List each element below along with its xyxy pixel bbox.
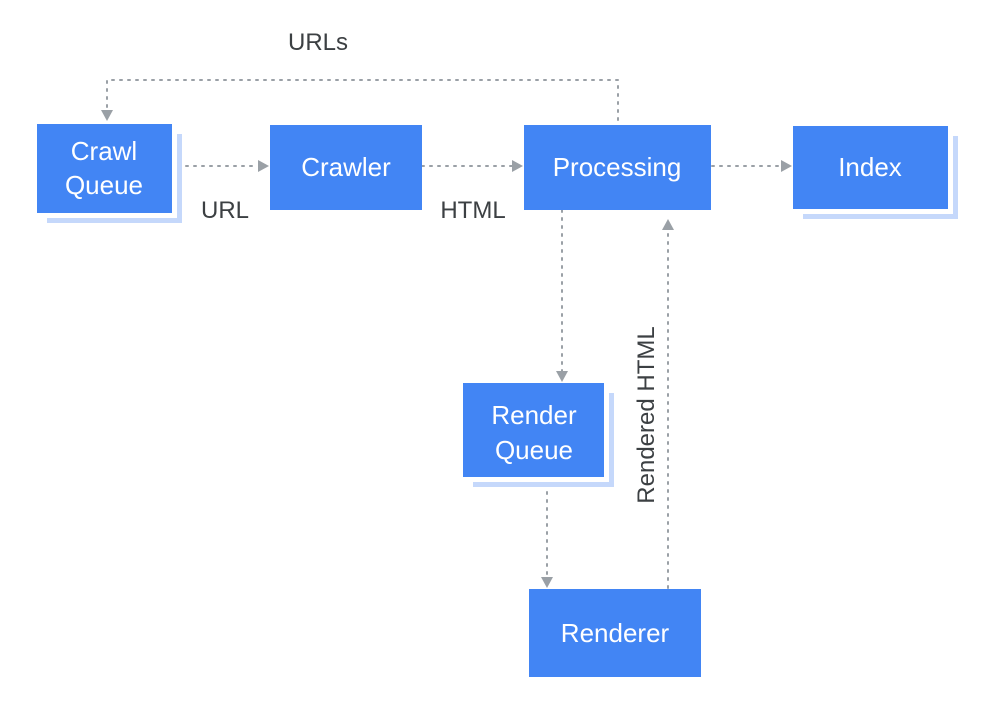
processing-label: Processing	[553, 152, 682, 182]
render-queue-box	[463, 383, 604, 477]
crawler-box	[270, 125, 422, 210]
processing-node: Processing	[524, 125, 711, 210]
crawl-queue-node: Crawl Queue	[37, 124, 182, 223]
crawler-label: Crawler	[301, 152, 391, 182]
index-node: Index	[793, 126, 958, 219]
renderer-box	[529, 589, 701, 677]
url-arrowhead	[258, 160, 269, 172]
renderer-arrowhead	[541, 577, 553, 588]
rendered-html-label: Rendered HTML	[633, 326, 660, 503]
urls-arrowhead	[101, 110, 113, 121]
renderer-node: Renderer	[529, 589, 701, 677]
url-label: URL	[201, 197, 249, 224]
crawl-queue-box	[37, 124, 172, 213]
render-queue-arrowhead	[556, 371, 568, 382]
render-queue-label-line2: Queue	[495, 435, 573, 465]
urls-feedback-connector	[106, 79, 619, 121]
render-queue-label-line1: Render	[491, 400, 577, 430]
crawl-queue-label-line1: Crawl	[71, 136, 137, 166]
processing-box	[524, 125, 711, 210]
index-label: Index	[838, 152, 902, 182]
render-queue-node: Render Queue	[463, 383, 614, 487]
index-box	[793, 126, 948, 209]
html-label: HTML	[440, 197, 505, 224]
crawler-node: Crawler	[270, 125, 422, 210]
crawl-queue-label-line2: Queue	[65, 170, 143, 200]
urls-label: URLs	[288, 29, 348, 56]
html-arrowhead	[512, 160, 523, 172]
rendered-html-arrowhead	[662, 219, 674, 230]
index-arrowhead	[781, 160, 792, 172]
renderer-label: Renderer	[561, 618, 670, 648]
